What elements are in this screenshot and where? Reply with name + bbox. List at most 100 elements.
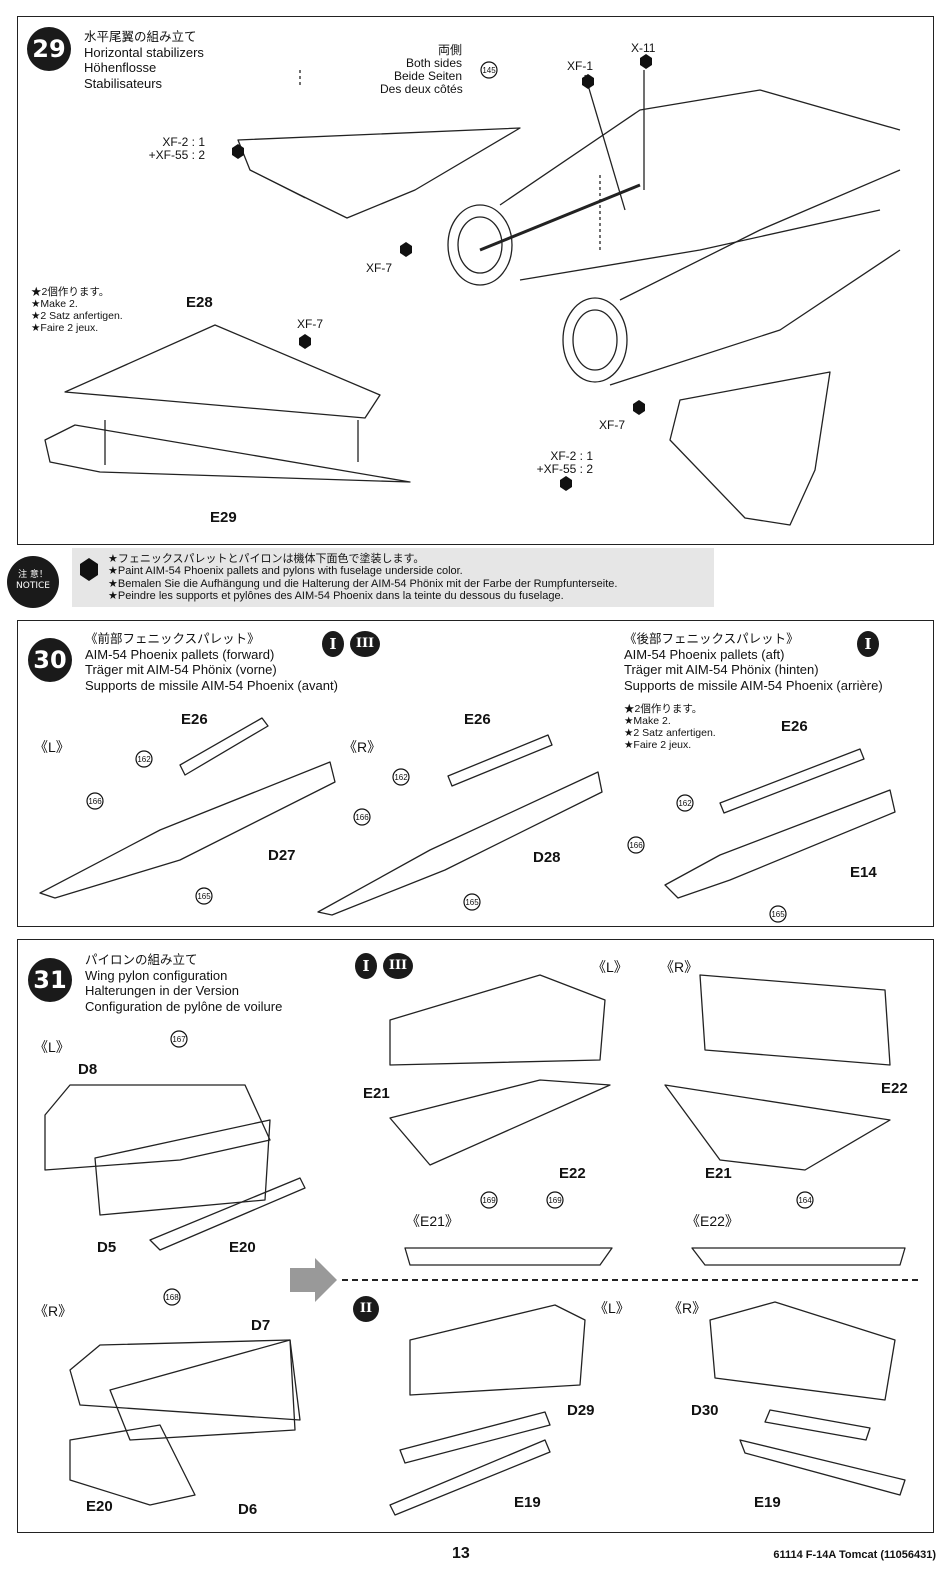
part-d30: D30 xyxy=(691,1402,719,1419)
both-sides-en: Both sides xyxy=(405,56,462,70)
notice-de: ★Bemalen Sie die Aufhängung und die Halt… xyxy=(108,577,618,590)
make2-de-30: ★2 Satz anfertigen. xyxy=(624,727,716,739)
notice-fr: ★Peindre les supports et pylônes des AIM… xyxy=(108,589,564,602)
part-e21-a: E21 xyxy=(363,1085,390,1102)
version-badge-31-1: I xyxy=(355,953,377,979)
make2-de: ★2 Satz anfertigen. xyxy=(31,310,123,322)
notice-badge-jp: 注 意！ xyxy=(18,570,48,580)
part-d5: D5 xyxy=(97,1239,117,1256)
part-d8: D8 xyxy=(78,1061,98,1078)
both-sides-jp: 両側 xyxy=(437,43,462,57)
step-29-title: 水平尾翼の組み立て Horizontal stabilizers Höhenfl… xyxy=(84,29,204,91)
title-jp: 水平尾翼の組み立て xyxy=(84,29,197,44)
part-d27: D27 xyxy=(268,847,296,864)
decal-162c-label: 162 xyxy=(678,799,692,808)
label-right-31r: 《R》 xyxy=(660,959,699,975)
decal-166c-label: 166 xyxy=(629,841,643,850)
fwd-jp: 《前部フェニックスパレット》 xyxy=(85,631,260,646)
part-e22-a: E22 xyxy=(559,1165,586,1182)
part-d29: D29 xyxy=(567,1402,595,1419)
version-badge-aft: I xyxy=(857,631,879,657)
part-e20-a: E20 xyxy=(229,1239,256,1256)
decal-167-label: 167 xyxy=(172,1035,186,1044)
step-31-number: 31 xyxy=(28,958,72,1002)
title31-fr: Configuration de pylône de voilure xyxy=(85,998,283,1014)
part-e26-a: E26 xyxy=(181,711,208,728)
title-de: Höhenflosse xyxy=(84,60,157,75)
paint-mix-a: XF-2 : 1 xyxy=(162,135,205,149)
label-left-30: 《L》 xyxy=(34,739,70,755)
both-sides-de: Beide Seiten xyxy=(393,69,462,83)
decal-165a-label: 165 xyxy=(197,892,211,901)
step-29-number: 29 xyxy=(27,27,71,71)
step-29-panel xyxy=(17,16,934,545)
part-e26-c: E26 xyxy=(781,718,808,735)
step-31-panel xyxy=(17,939,934,1533)
paint-xf7-b: XF-7 xyxy=(297,317,324,331)
paint-mix-d: +XF-55 : 2 xyxy=(536,462,593,476)
view-e21: 《E21》 xyxy=(406,1213,459,1229)
label-left-31: 《L》 xyxy=(34,1039,70,1055)
paint-mix-c: XF-2 : 1 xyxy=(550,449,593,463)
make-two-note-30: ★2個作ります。 ★Make 2. ★2 Satz anfertigen. ★F… xyxy=(624,703,716,751)
title31-de: Halterungen in der Version xyxy=(85,983,239,998)
both-sides-note: 両側 Both sides Beide Seiten Des deux côté… xyxy=(380,43,463,96)
make2-fr: ★Faire 2 jeux. xyxy=(31,322,99,334)
step-30-forward-title: 《前部フェニックスパレット》 AIM-54 Phoenix pallets (f… xyxy=(85,631,338,693)
fwd-en: AIM-54 Phoenix pallets (forward) xyxy=(85,646,275,662)
notice-badge: 注 意！NOTICE xyxy=(7,556,59,608)
decal-169b-label: 169 xyxy=(548,1196,562,1205)
view-e22: 《E22》 xyxy=(686,1213,739,1229)
page-number: 13 xyxy=(452,1545,470,1562)
notice-jp: ★フェニックスパレットとパイロンは機体下面色で塗装します。 xyxy=(108,552,425,565)
part-e14: E14 xyxy=(850,864,877,881)
fwd-de: Träger mit AIM-54 Phönix (vorne) xyxy=(85,662,277,677)
product-code: 61114 F-14A Tomcat (11056431) xyxy=(773,1549,936,1561)
part-e26-b: E26 xyxy=(464,711,491,728)
paint-x11: X-11 xyxy=(631,41,656,55)
part-e22-b: E22 xyxy=(881,1080,908,1097)
part-e21-b: E21 xyxy=(705,1165,732,1182)
part-d6: D6 xyxy=(238,1501,258,1518)
paint-xf1: XF-1 xyxy=(567,59,594,73)
part-e29: E29 xyxy=(210,509,237,526)
decal-165b-label: 165 xyxy=(465,898,479,907)
label-right-30: 《R》 xyxy=(343,739,382,755)
aft-en: AIM-54 Phoenix pallets (aft) xyxy=(624,646,785,662)
title-fr: Stabilisateurs xyxy=(84,75,163,91)
aft-fr: Supports de missile AIM-54 Phoenix (arri… xyxy=(624,677,883,693)
make2-en: ★Make 2. xyxy=(31,298,78,310)
version-badge-3: III xyxy=(350,631,380,657)
notice-text: ★フェニックスパレットとパイロンは機体下面色で塗装します。 ★Paint AIM… xyxy=(108,552,618,602)
aft-jp: 《後部フェニックスパレット》 xyxy=(624,631,799,646)
decal-145-label: 145 xyxy=(482,66,496,75)
both-sides-fr: Des deux côtés xyxy=(380,82,463,96)
notice-box xyxy=(72,548,714,607)
make2-jp: ★2個作ります。 xyxy=(31,286,110,298)
decal-165c-label: 165 xyxy=(771,910,785,919)
title31-jp: パイロンの組み立て xyxy=(85,952,198,967)
title-en: Horizontal stabilizers xyxy=(84,44,204,60)
notice-badge-en: NOTICE xyxy=(16,581,50,591)
paint-xf7-c: XF-7 xyxy=(599,418,626,432)
part-e20-b: E20 xyxy=(86,1498,113,1515)
decal-162b-label: 162 xyxy=(394,773,408,782)
label-left-31r: 《L》 xyxy=(592,959,628,975)
label-right-31-lower: 《R》 xyxy=(668,1300,707,1316)
version-badge-31-2: II xyxy=(353,1296,379,1322)
decal-168-label: 168 xyxy=(165,1293,179,1302)
aft-de: Träger mit AIM-54 Phönix (hinten) xyxy=(624,662,819,677)
paint-xf7-a: XF-7 xyxy=(366,261,393,275)
decal-164-label: 164 xyxy=(798,1196,812,1205)
part-d28: D28 xyxy=(533,849,561,866)
label-left-31-lower: 《L》 xyxy=(594,1300,630,1316)
label-right-31: 《R》 xyxy=(34,1303,73,1319)
paint-callout-lower: XF-2 : 1 +XF-55 : 2 xyxy=(515,450,593,476)
fwd-fr: Supports de missile AIM-54 Phoenix (avan… xyxy=(85,677,338,693)
version-badge-1: I xyxy=(322,631,344,657)
notice-en: ★Paint AIM-54 Phoenix pallets and pylons… xyxy=(108,565,463,578)
make2-en-30: ★Make 2. xyxy=(624,715,671,727)
step-30-number: 30 xyxy=(28,638,72,682)
step-30-aft-title: 《後部フェニックスパレット》 AIM-54 Phoenix pallets (a… xyxy=(624,631,883,693)
section-divider xyxy=(342,1279,918,1281)
